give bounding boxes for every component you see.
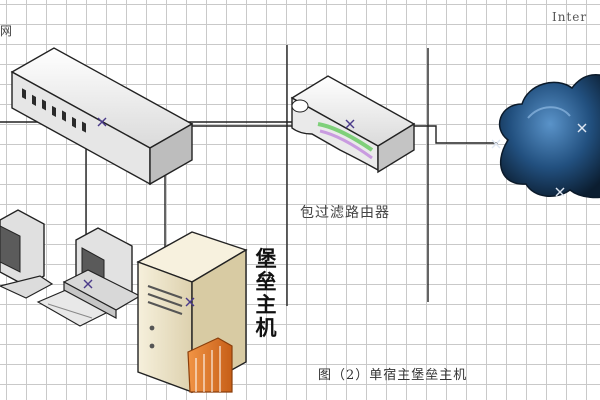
marker-cloud-bottom — [555, 187, 565, 197]
packet-filter-router-icon — [290, 75, 416, 174]
marker-router — [345, 119, 355, 129]
internet-cloud-icon — [498, 74, 600, 199]
marker-cloud-left — [491, 139, 501, 149]
bastion-host-label: 堡垒主机 — [255, 247, 277, 340]
desktop-computer-icon-left — [0, 209, 110, 327]
internet-label: Inter — [552, 10, 588, 24]
link-router-internet — [408, 125, 498, 144]
marker-server — [185, 297, 195, 307]
marker-pc — [83, 279, 93, 289]
connection-markers — [83, 117, 587, 307]
figure-caption: 图（2）单宿主堡垒主机 — [318, 368, 468, 383]
lan-switch-icon — [10, 47, 194, 186]
marker-hub — [97, 117, 107, 127]
bastion-host-server-icon — [136, 231, 248, 394]
lan-label: 网 — [0, 24, 13, 38]
marker-cloud-right — [577, 123, 587, 133]
router-label: 包过滤路由器 — [300, 205, 390, 221]
